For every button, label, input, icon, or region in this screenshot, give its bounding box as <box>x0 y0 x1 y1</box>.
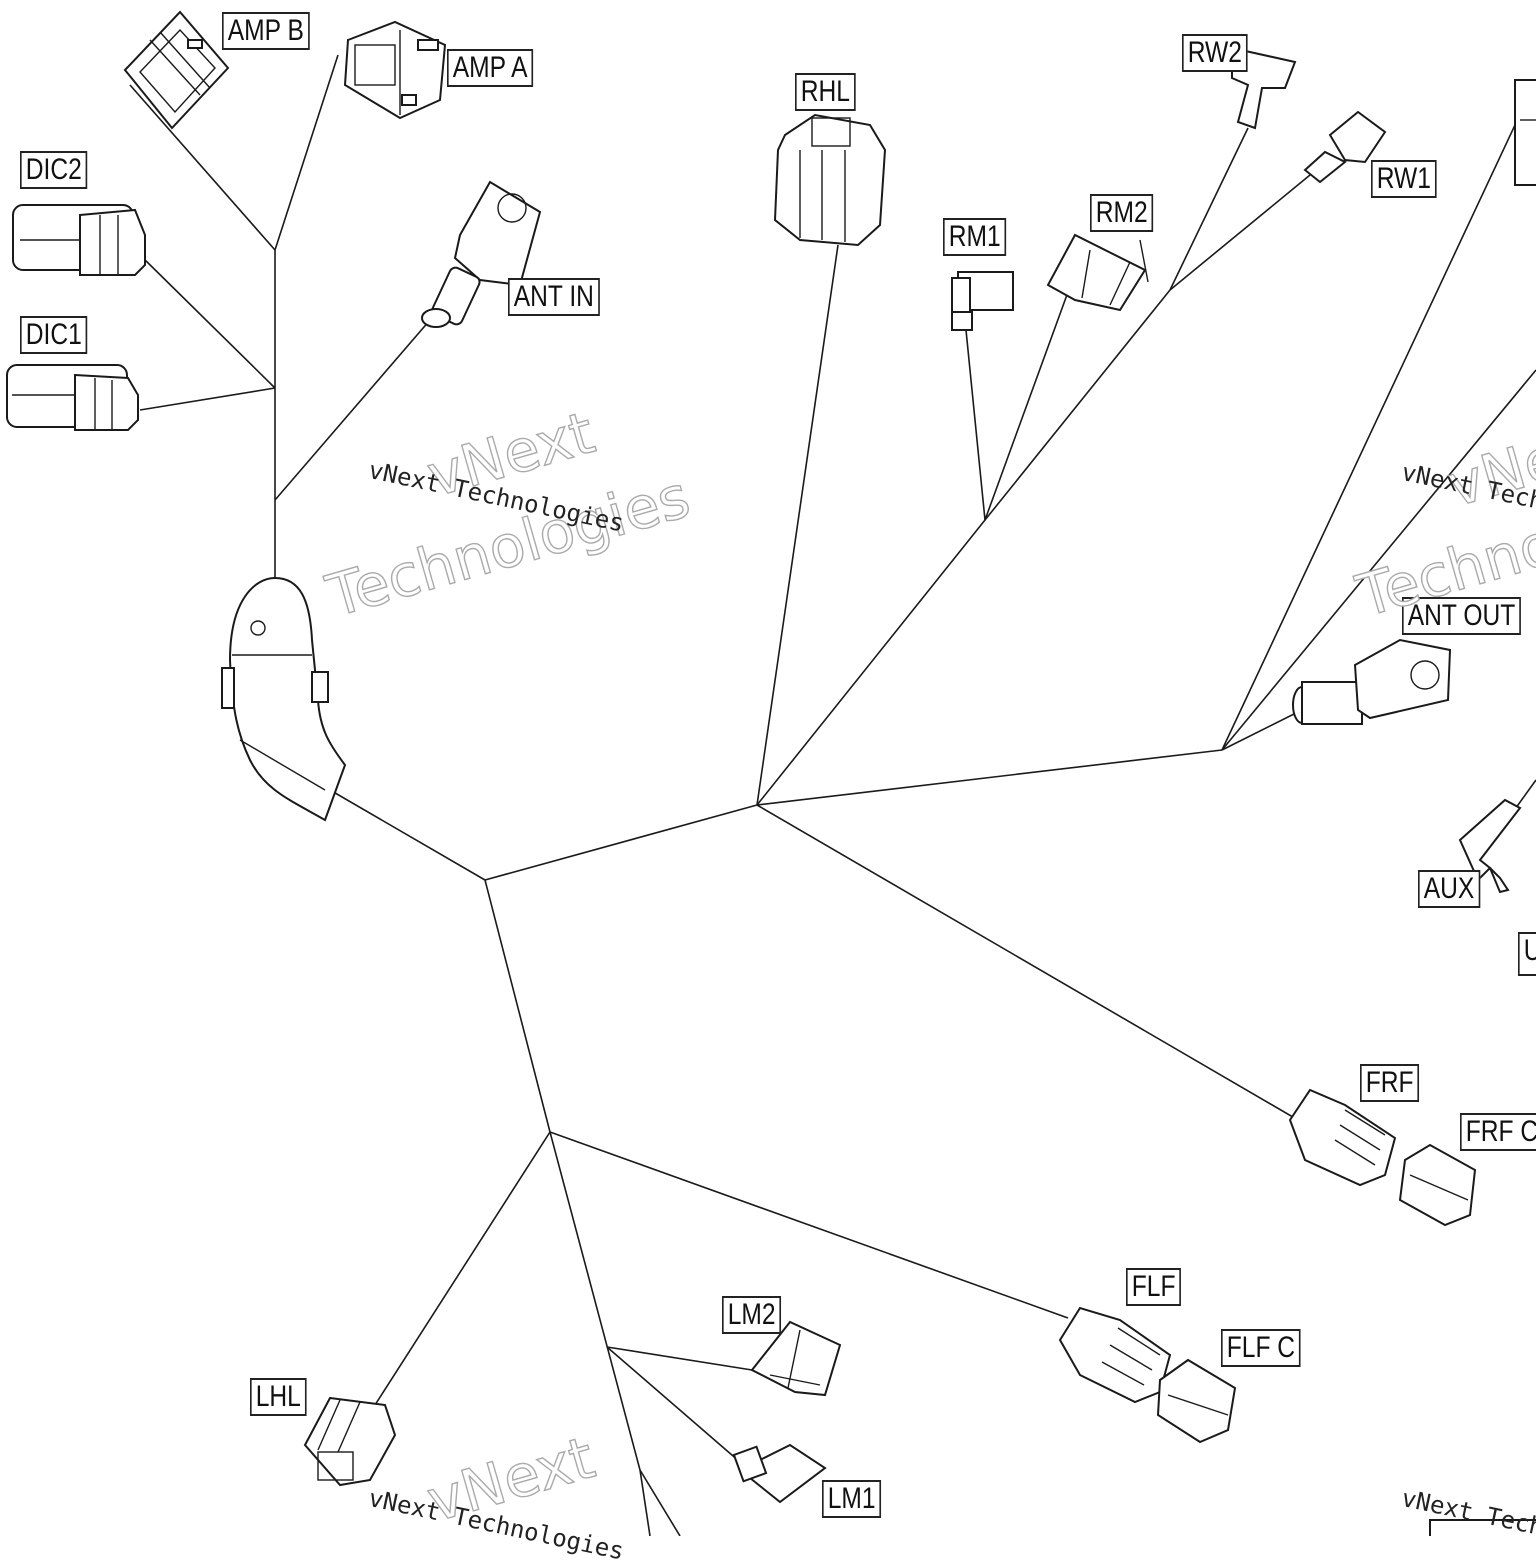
label-ant-in: ANT IN <box>508 278 600 316</box>
wire-frf <box>756 804 1299 1121</box>
wire-rhl <box>756 244 839 806</box>
flf-connector <box>1058 1306 1172 1404</box>
lm2-connector <box>750 1320 842 1397</box>
wire-node-to-right-hub <box>484 804 758 881</box>
wire-right-edge <box>1221 369 1536 751</box>
wire-lower-trunk <box>549 1131 641 1471</box>
amp-a-connector <box>343 20 447 120</box>
dic1-connector <box>6 364 139 431</box>
rm2-connector <box>1046 233 1149 312</box>
wire-dic1 <box>139 387 276 411</box>
label-lm1: LM1 <box>822 1480 882 1518</box>
wire-rm1 <box>965 329 986 521</box>
wire-dic2 <box>139 254 276 389</box>
ant-out-connector <box>1292 638 1452 725</box>
top-right-connector <box>1514 79 1536 186</box>
label-rhl: RHL <box>795 73 856 111</box>
amp-b-connector <box>123 10 230 130</box>
wire-lm2 <box>606 1346 753 1371</box>
label-flf: FLF <box>1126 1268 1182 1306</box>
label-lhl: LHL <box>250 1378 307 1416</box>
flf-c-cap <box>1156 1358 1237 1444</box>
label-ant-out: ANT OUT <box>1402 597 1522 635</box>
label-dic2: DIC2 <box>20 151 88 189</box>
wire-amp-b <box>129 84 276 251</box>
wire-main-to-node <box>329 789 486 881</box>
wire-rw1 <box>1169 174 1311 291</box>
wire-right-trunk <box>756 749 1223 806</box>
wire-lhl <box>374 1131 551 1406</box>
label-flf-c: FLF C <box>1221 1329 1301 1367</box>
label-amp-b: AMP B <box>222 12 310 50</box>
label-u-partial: U <box>1518 932 1536 976</box>
label-rw2: RW2 <box>1182 34 1248 72</box>
rw1-terminal <box>1303 110 1387 184</box>
rw2-terminal <box>1231 46 1297 130</box>
wire-rw-hub <box>984 289 1171 521</box>
label-amp-a: AMP A <box>447 49 534 87</box>
dic2-connector <box>12 204 146 276</box>
ant-in-connector <box>421 180 542 328</box>
lm1-connector <box>732 1443 827 1504</box>
label-frf-c: FRF C <box>1460 1113 1536 1151</box>
wire-bottom-a <box>639 1469 651 1537</box>
wire-amp-a <box>274 54 339 251</box>
label-aux: AUX <box>1418 870 1481 908</box>
wire-rm2 <box>984 291 1069 521</box>
wire-bottom-b <box>639 1469 681 1537</box>
bottom-right-connector <box>1429 1519 1536 1551</box>
label-rm1: RM1 <box>943 218 1007 256</box>
wire-flf <box>549 1131 1069 1319</box>
frf-c-cap <box>1398 1143 1477 1227</box>
label-dic1: DIC1 <box>20 316 88 354</box>
label-frf: FRF <box>1360 1064 1420 1102</box>
wire-rm-hub <box>756 519 986 806</box>
wire-ant-out <box>1221 711 1299 751</box>
rhl-connector <box>773 113 887 247</box>
wires <box>129 54 1536 1537</box>
label-lm2: LM2 <box>722 1296 782 1334</box>
wire-rw2 <box>1169 127 1249 291</box>
lhl-connector <box>303 1396 397 1487</box>
rm1-connector <box>951 271 1014 331</box>
label-rw1: RW1 <box>1371 160 1437 198</box>
label-rm2: RM2 <box>1090 194 1154 232</box>
wire-ant-in <box>274 319 431 501</box>
wire-lm1 <box>606 1346 741 1463</box>
wire-top-right <box>1221 124 1516 751</box>
frf-connector <box>1288 1088 1397 1187</box>
wire-node-to-lower-hub <box>484 879 551 1133</box>
main-junction-boot <box>221 576 347 822</box>
